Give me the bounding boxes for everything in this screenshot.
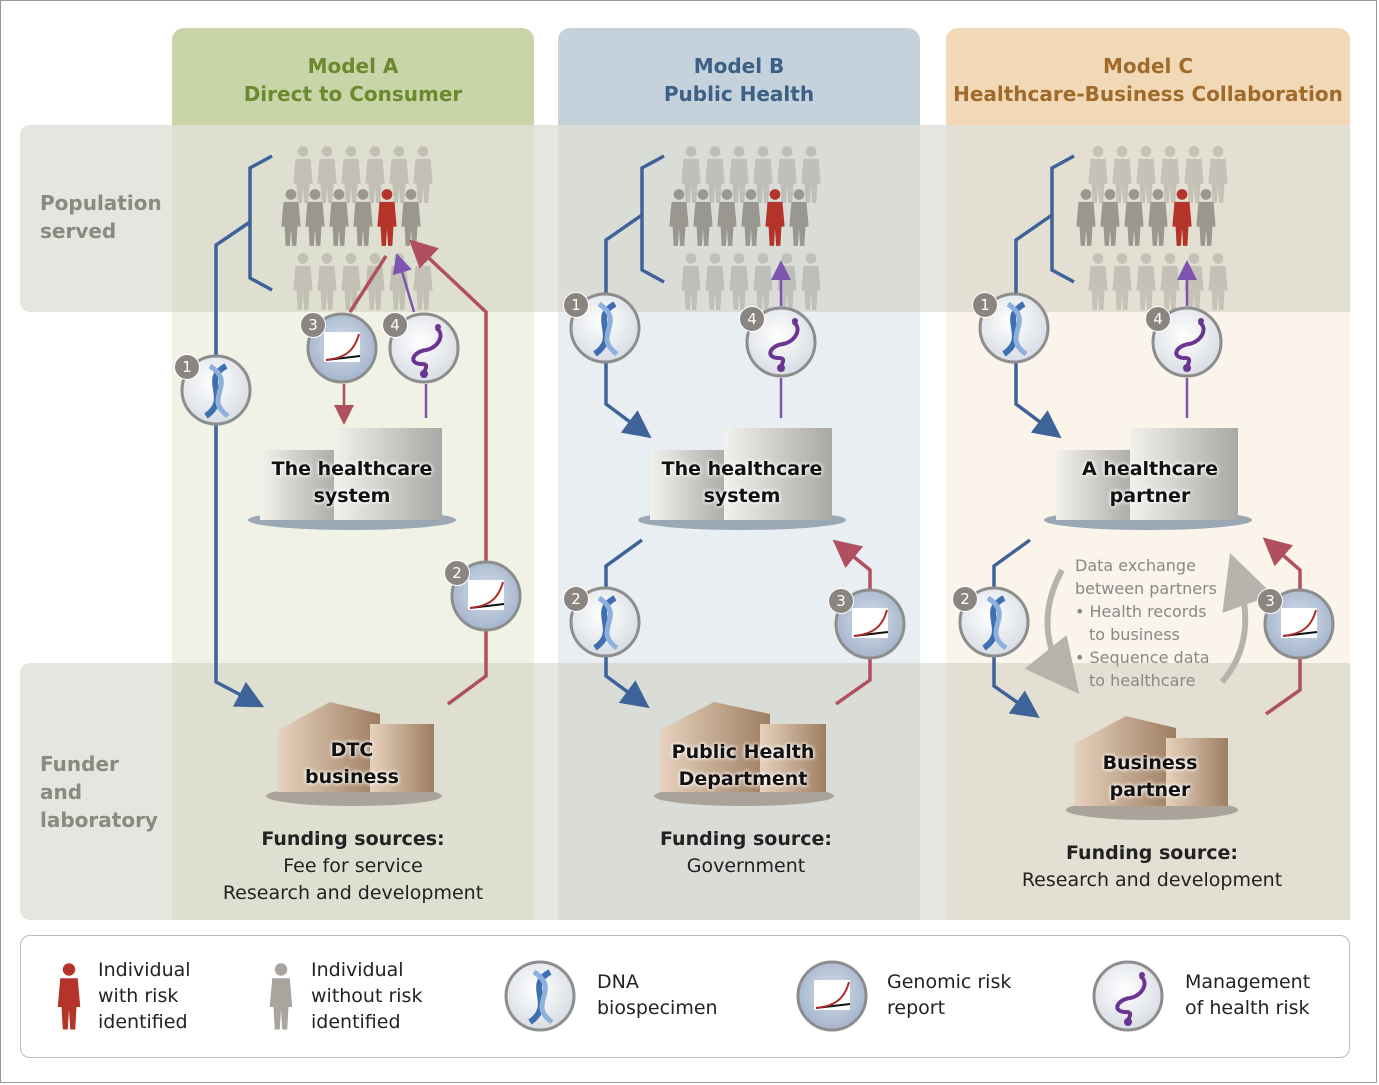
legend-report: Genomic risk report <box>887 971 1012 1019</box>
legend-dna: DNA biospecimen <box>597 971 718 1019</box>
hospital-label-b: The healthcare system <box>661 458 823 507</box>
step-badge: 4 <box>739 306 765 332</box>
step-badge: 2 <box>444 560 470 586</box>
step-badge: 3 <box>828 588 854 614</box>
hospital-label-a: The healthcare system <box>271 458 433 507</box>
step-badge: 3 <box>300 312 326 338</box>
step-badge: 4 <box>382 312 408 338</box>
step-badge: 2 <box>563 586 589 612</box>
legend-risk: Individual with risk identified <box>98 959 191 1033</box>
lab-building-b <box>654 702 834 806</box>
stethoscope-icon <box>1092 960 1164 1032</box>
row-label-funder: Funder and laboratory <box>40 752 158 832</box>
step-badge: 1 <box>972 292 998 318</box>
step-badge: 1 <box>174 354 200 380</box>
lab-building-c <box>1066 716 1238 820</box>
lab-label-a: DTC business <box>305 739 399 788</box>
funding-c: Funding source:Research and development <box>1021 842 1283 891</box>
step-badge: 1 <box>563 292 589 318</box>
lab-label-b: Public Health Department <box>671 741 815 790</box>
healthcare-building-c <box>1044 428 1252 530</box>
funding-b: Funding source:Government <box>660 828 832 877</box>
risk-person-icon <box>57 963 81 1030</box>
person-icon <box>269 963 293 1030</box>
step-badge: 2 <box>952 586 978 612</box>
report-icon <box>796 960 868 1032</box>
step-badge: 3 <box>1257 588 1283 614</box>
lab-label-c: Business partner <box>1102 752 1198 801</box>
step-badge: 4 <box>1145 306 1171 332</box>
healthcare-building-b <box>638 428 846 530</box>
exchange-arrow-down <box>1024 568 1080 695</box>
row-label-population: Population served <box>40 191 162 243</box>
lab-building-a <box>266 702 442 806</box>
hospital-label-c: A healthcare partner <box>1081 458 1218 507</box>
legend-manage: Management of health risk <box>1185 971 1311 1019</box>
dna-flow-a <box>214 154 272 704</box>
legend-norisk: Individual without risk identified <box>311 959 423 1033</box>
manage-flow-a <box>398 258 428 418</box>
report-flow-a-2 <box>408 239 488 706</box>
healthcare-building-a <box>248 428 456 530</box>
dna-icon <box>504 960 576 1032</box>
exchange-arrow-up <box>1219 553 1274 684</box>
